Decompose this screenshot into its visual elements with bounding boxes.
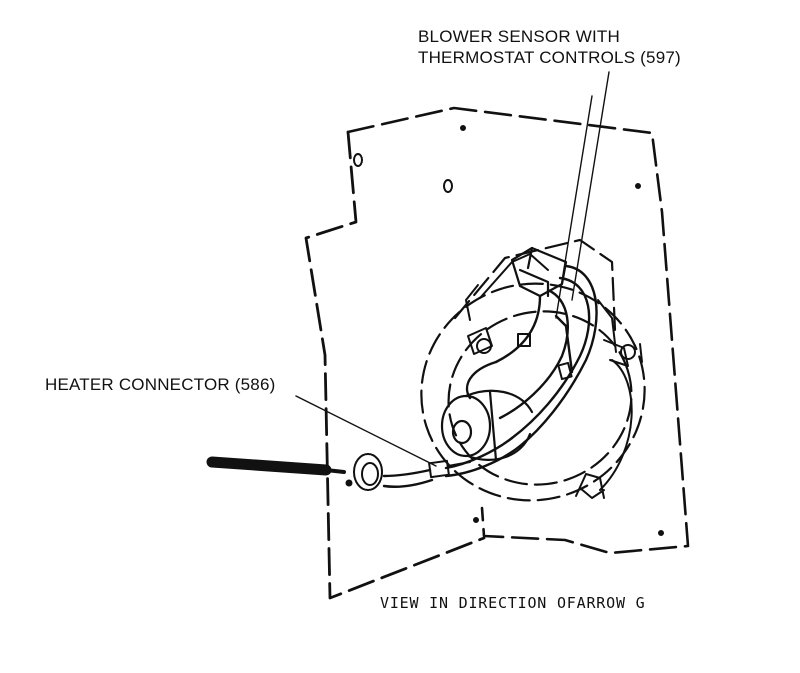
back-panel-outline [346, 106, 690, 555]
power-cable [206, 456, 332, 476]
blower-motor [440, 389, 534, 462]
heater-connector-callout: HEATER CONNECTOR (586) [45, 375, 276, 394]
blower-housing [420, 238, 646, 502]
lead-to-grommet [382, 468, 434, 488]
mounting-plate-outline [304, 130, 486, 600]
harness-clamps [517, 333, 573, 381]
blower-housing-edges [465, 253, 633, 499]
sensor-box [510, 246, 568, 298]
panel-holes [353, 125, 664, 536]
blower-sensor-callout: BLOWER SENSOR WITH THERMOSTAT CONTROLS (… [418, 26, 681, 68]
view-caption: VIEW IN DIRECTION OFARROW G [380, 594, 646, 612]
leader-lines [295, 71, 610, 467]
blower-sensor-label-line1: BLOWER SENSOR WITH [418, 27, 620, 46]
wire-harness [444, 264, 598, 478]
heater-connector [428, 459, 471, 479]
grommet [345, 453, 383, 491]
blower-sensor-label-line2: THERMOSTAT CONTROLS (597) [418, 48, 681, 67]
mounting-bracket [467, 327, 643, 367]
